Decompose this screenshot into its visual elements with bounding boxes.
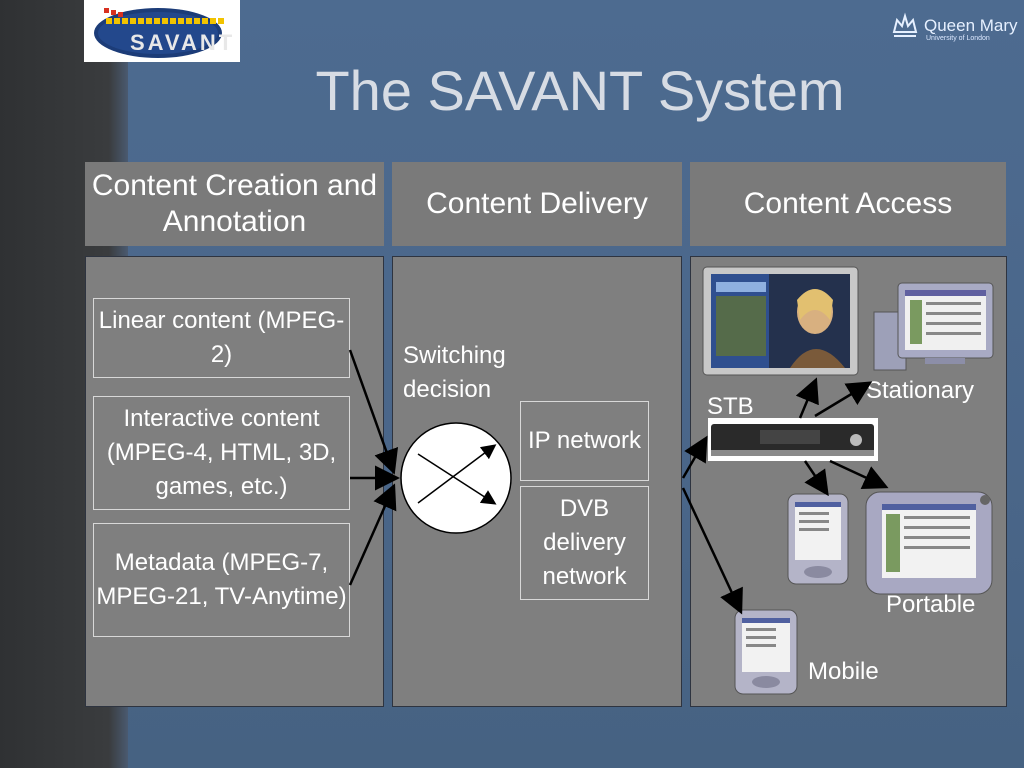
- svg-text:SAVANT: SAVANT: [130, 30, 235, 55]
- header-content-creation: Content Creation and Annotation: [85, 162, 384, 246]
- queen-mary-logo: [890, 12, 1015, 48]
- header-content-delivery: Content Delivery: [392, 162, 682, 246]
- ip-network-box: IP network: [520, 401, 649, 481]
- mobile-label: Mobile: [808, 658, 879, 685]
- linear-content-box: Linear content (MPEG-2): [93, 298, 350, 378]
- portable-label: Portable: [886, 591, 976, 618]
- metadata-box: Metadata (MPEG-7, MPEG-21, TV-Anytime): [93, 523, 350, 637]
- queen-mary-name: Queen Mary: [924, 16, 1018, 35]
- switching-decision-label: Switching decision: [403, 342, 506, 403]
- panel-content-creation: [85, 256, 384, 707]
- header-content-access: Content Access: [690, 162, 1006, 246]
- dvb-network-box: DVB delivery network: [520, 486, 649, 600]
- interactive-content-box: Interactive content (MPEG-4, HTML, 3D, g…: [93, 396, 350, 510]
- panel-content-delivery: [392, 256, 682, 707]
- stb-label: STB: [707, 393, 754, 420]
- panel-content-access: [690, 256, 1007, 707]
- stationary-label: Stationary: [866, 377, 975, 404]
- queen-mary-subtitle: University of London: [926, 35, 990, 42]
- slide-title: The SAVANT System: [315, 59, 845, 122]
- savant-logo: SAVANT: [84, 0, 240, 62]
